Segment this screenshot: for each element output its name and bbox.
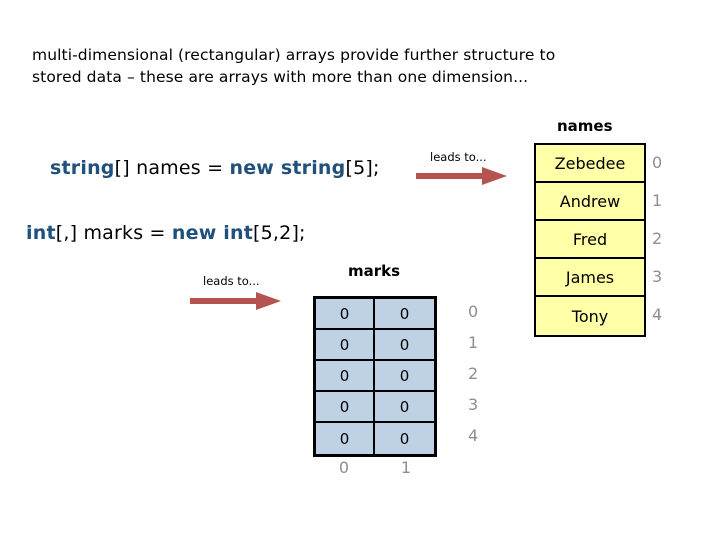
names-row-index: 2 [652,228,663,248]
code-line-int-array: int[,] marks = new int[5,2]; [26,222,306,244]
marks-cell: 0 [375,392,434,421]
marks-cell: 0 [316,423,375,454]
marks-cell: 0 [375,423,434,454]
keyword-new-string: new string [229,157,346,179]
names-array-table: Zebedee Andrew Fred James Tony [534,143,646,337]
marks-column-index-row: 0 1 [313,458,437,477]
marks-table-title: marks [348,262,401,280]
names-row-index: 1 [652,190,663,210]
names-cell: Tony [536,297,644,335]
keyword-string: string [50,157,115,179]
arrow-right-icon-marks [190,290,282,316]
intro-line-2: stored data – these are arrays with more… [32,68,529,86]
intro-line-1: multi-dimensional (rectangular) arrays p… [32,46,556,64]
marks-row-index: 4 [468,426,479,445]
keyword-int: int [26,222,56,244]
intro-paragraph: multi-dimensional (rectangular) arrays p… [32,44,682,88]
marks-cell: 0 [316,330,375,359]
marks-cell: 0 [375,361,434,390]
marks-cell: 0 [375,299,434,328]
code-line-2-tail: [5,2]; [253,222,306,244]
leads-to-label-names: leads to... [430,150,487,164]
code-line-1-mid: [] names = [114,157,230,179]
marks-cell: 0 [316,361,375,390]
marks-cell: 0 [316,392,375,421]
marks-row-index-column: 0 1 2 3 4 [468,296,494,451]
names-table-title: names [557,117,613,135]
marks-cell: 0 [375,330,434,359]
names-row-index: 4 [652,304,663,324]
marks-col-index: 0 [338,458,350,477]
names-cell: Andrew [536,183,644,221]
code-line-string-array: string[] names = new string[5]; [50,157,380,179]
names-row-index-column: 0 1 2 3 4 [652,143,682,333]
marks-row-index: 0 [468,302,479,321]
marks-table-row: 0 0 [316,361,434,392]
marks-row-index: 1 [468,333,479,352]
keyword-new-int: new int [171,222,254,244]
names-cell: Zebedee [536,145,644,183]
names-row-index: 3 [652,266,663,286]
marks-row-index: 2 [468,364,479,383]
marks-table-row: 0 0 [316,423,434,454]
marks-row-index: 3 [468,395,479,414]
arrow-right-icon-names [416,165,508,191]
leads-to-label-marks: leads to... [203,274,260,288]
code-line-2-mid: [,] marks = [55,222,172,244]
marks-table-row: 0 0 [316,330,434,361]
marks-cell: 0 [316,299,375,328]
marks-array-table: 0 0 0 0 0 0 0 0 0 0 [313,296,437,457]
names-cell: James [536,259,644,297]
code-line-1-tail: [5]; [345,157,380,179]
marks-table-row: 0 0 [316,392,434,423]
names-row-index: 0 [652,152,663,172]
names-cell: Fred [536,221,644,259]
marks-table-row: 0 0 [316,299,434,330]
marks-col-index: 1 [400,458,412,477]
